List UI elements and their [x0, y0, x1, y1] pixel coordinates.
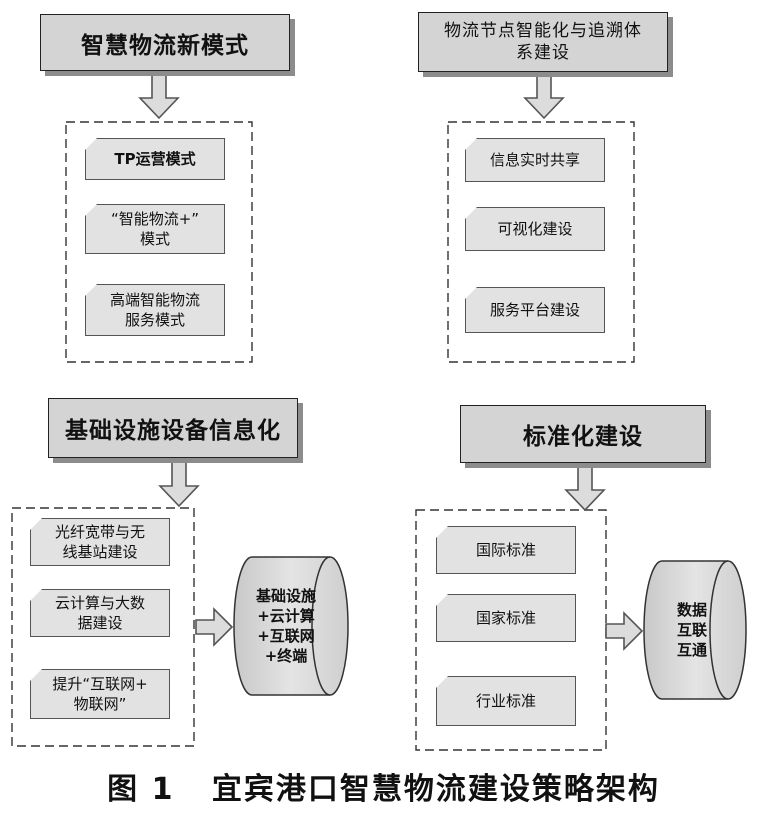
item-smart-logistics-plus-model: “智能物流+” 模式 [85, 204, 225, 254]
right-arrow-infrastructure [195, 607, 234, 647]
group-frame-node-intelligence [447, 121, 635, 363]
item-high-end-logistics-service-model: 高端智能物流 服务模式 [85, 284, 225, 336]
item-cloud-computing-big-data: 云计算与大数 据建设 [30, 589, 170, 637]
down-arrow-standardization [564, 465, 606, 512]
item-international-standard: 国际标准 [436, 526, 576, 574]
item-service-platform-construction: 服务平台建设 [465, 287, 605, 333]
header-node-intelligence-traceability: 物流节点智能化与追溯体 系建设 [418, 12, 668, 72]
result-data-interconnection: 数据 互联 互通 [676, 600, 707, 660]
item-internet-plus-iot: 提升“互联网+ 物联网” [30, 669, 170, 719]
cylinder-standardization-shape [643, 560, 747, 700]
header-infrastructure-informatization: 基础设施设备信息化 [48, 398, 298, 458]
cylinder-infrastructure-shape [233, 556, 349, 696]
down-arrow-node-intelligence [523, 73, 565, 120]
result-infrastructure-cloud-internet-terminal: 基础设施 +云计算 +互联网 +终端 [255, 586, 316, 666]
header-smart-logistics-new-model: 智慧物流新模式 [40, 14, 290, 71]
item-tp-operation-model: TP运营模式 [85, 138, 225, 180]
down-arrow-infrastructure [158, 461, 200, 508]
group-frame-infrastructure [11, 507, 195, 747]
down-arrow-smart-logistics [138, 73, 180, 120]
item-realtime-info-sharing: 信息实时共享 [465, 138, 605, 182]
item-fiber-broadband-base-station: 光纤宽带与无 线基站建设 [30, 518, 170, 566]
right-arrow-standardization [605, 611, 644, 651]
item-national-standard: 国家标准 [436, 594, 576, 642]
item-industry-standard: 行业标准 [436, 676, 576, 726]
group-frame-smart-logistics [65, 121, 253, 363]
figure-caption: 图 1 宜宾港口智慧物流建设策略架构 [107, 772, 660, 807]
header-standardization-construction: 标准化建设 [460, 405, 706, 463]
item-visualization-construction: 可视化建设 [465, 207, 605, 251]
